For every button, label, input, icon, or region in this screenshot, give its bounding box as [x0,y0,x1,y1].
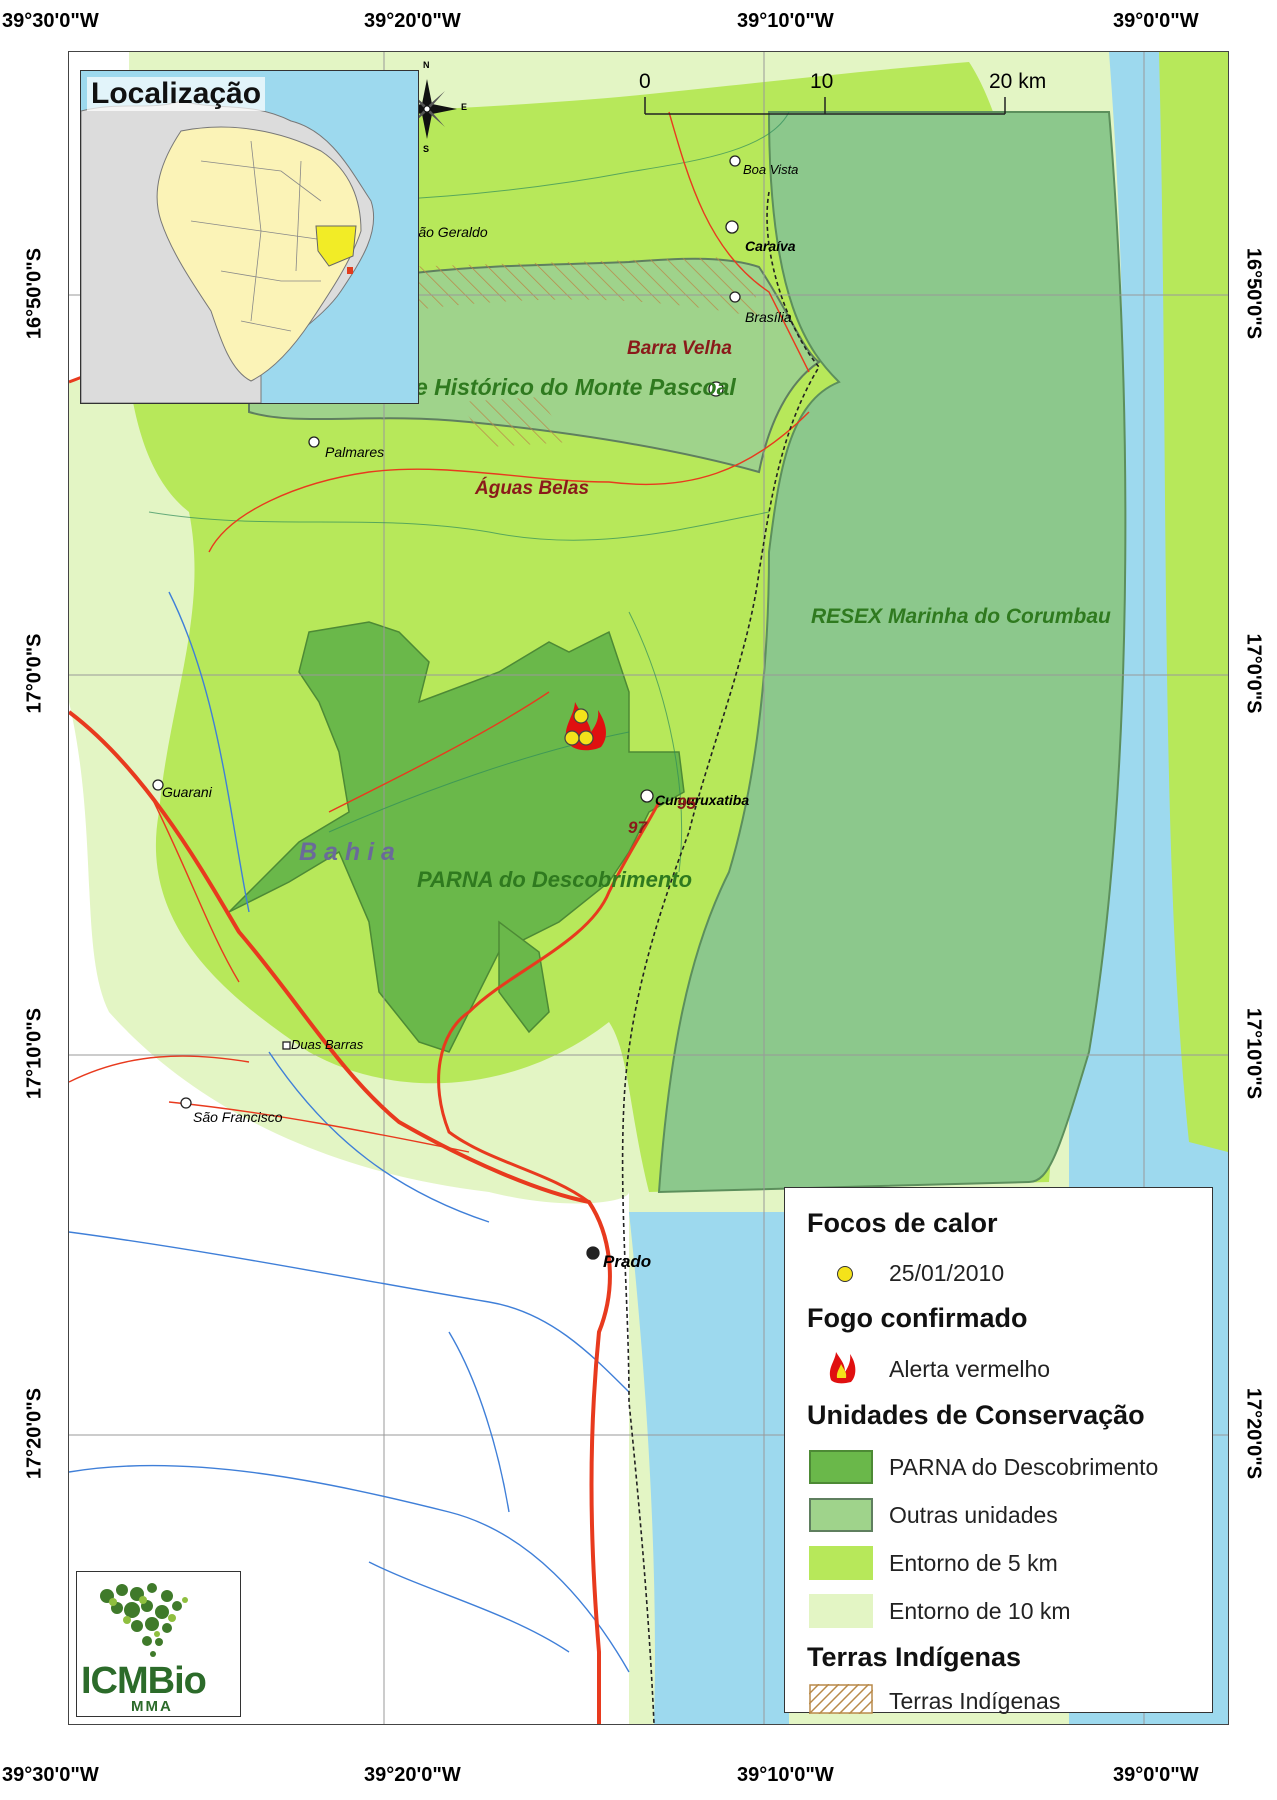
scale-bar [644,97,1006,115]
marker-palmares [308,436,320,448]
left-coord-3: 17°10'0"S [23,1007,46,1100]
fire-label-97: 97 [628,818,647,837]
marker-guarani [152,779,164,791]
label-sao-geraldo: São Geraldo [409,224,488,240]
right-coord-3: 17°10'0"S [1242,1007,1265,1100]
scale-label-20: 20 km [989,70,1047,93]
marker-duas-barras [282,1041,291,1050]
inset-title: Localização [87,77,266,111]
label-boa-vista: Boa Vista [743,162,799,177]
marker-sao-francisco [180,1097,192,1109]
hotspot-legend-icon [837,1266,853,1282]
barra-velha-ti [399,257,758,317]
label-caraiva: Caraíva [745,238,796,254]
inset-svg [81,71,418,403]
legend-focos-item: 25/01/2010 [889,1260,1005,1286]
right-coord-1: 16°50'0"S [1242,247,1265,340]
compass-n: N [423,60,430,70]
aguas-belas-ti [459,397,569,447]
label-palmares: Palmares [325,444,385,460]
hotspot-97a [564,730,580,746]
inset-location-map: Localização [80,70,419,404]
hotspot-95 [573,708,589,724]
legend-uc-item-4: Entorno de 10 km [889,1598,1071,1624]
legend-panel: Focos de calor 25/01/2010 Fogo confirmad… [784,1187,1213,1714]
swatch-entorno-5 [809,1546,873,1580]
swatch-parna [809,1450,873,1484]
legend-fogo-item: Alerta vermelho [889,1356,1051,1382]
label-resex: RESEX Marinha do Corumbau [811,605,1111,628]
swatch-outras [809,1498,873,1532]
label-parna: PARNA do Descobrimento [417,867,693,892]
scale-label-10: 10 [810,70,834,93]
marker-brasilia [729,291,741,303]
label-prado: Prado [603,1252,652,1271]
label-aguas-belas: Águas Belas [475,478,590,499]
swatch-terras-indigenas [809,1684,873,1714]
coastline [621,191,820,1724]
top-coord-3: 39°10'0"W [737,10,834,32]
label-bahia: B a h i a [299,838,395,866]
parna-south-lobe [498,920,550,1034]
left-coord-4: 17°20'0"S [23,1387,46,1480]
legend-fogo-title: Fogo confirmado [807,1303,1028,1333]
ocean-south [629,1212,789,1724]
fire-markers [564,702,607,751]
legend-uc-item-3: Entorno de 5 km [889,1550,1058,1576]
legend-uc-item-2: Outras unidades [889,1502,1058,1528]
legend-ti-item: Terras Indígenas [889,1688,1061,1714]
resex-area [657,111,1127,1194]
legend-uc-item-1: PARNA do Descobrimento [889,1454,1159,1480]
marker-monte-pascoal [708,381,724,397]
label-barra-velha: Barra Velha [627,338,732,359]
compass-s: S [423,144,430,154]
label-cumuruxatiba: Cumuruxatiba [655,792,750,808]
marker-cumuruxatiba [640,789,654,803]
legend-ti-title: Terras Indígenas [807,1642,1022,1672]
bottom-coord-3: 39°10'0"W [737,1764,834,1786]
marker-prado [586,1246,600,1260]
legend-uc-title: Unidades de Conservação [807,1400,1145,1430]
bottom-coord-2: 39°20'0"W [364,1764,461,1786]
label-sao-francisco: São Francisco [193,1109,283,1125]
logo-sub: MMA [131,1698,173,1715]
label-monte-pascoal: e Histórico do Monte Pascoal [415,374,736,400]
label-brasilia: Brasília [745,309,792,325]
logo-mark [100,1583,188,1657]
legend-focos-title: Focos de calor [807,1208,998,1238]
bottom-coord-1: 39°30'0"W [2,1764,99,1786]
left-coord-1: 16°50'0"S [23,247,46,340]
scale-label-0: 0 [639,70,651,93]
rivers [69,591,630,1673]
marker-boa-vista [729,155,741,167]
left-coord-2: 17°0'0"S [23,633,46,714]
label-guarani: Guarani [162,784,212,800]
icmbio-logo: ICMBio MMA [76,1571,241,1717]
compass-e: E [461,102,468,112]
right-coord-4: 17°20'0"S [1242,1387,1265,1480]
top-coord-4: 39°0'0"W [1113,10,1199,32]
bottom-coord-4: 39°0'0"W [1113,1764,1199,1786]
swatch-entorno-10 [809,1594,873,1628]
marker-caraiva [725,220,739,234]
fire-label-95: 95 [677,794,696,813]
right-coord-2: 17°0'0"S [1242,633,1265,714]
entorno-5km-east [1159,52,1228,1152]
fire-legend-icon [829,1352,856,1384]
top-coord-1: 39°30'0"W [2,10,99,32]
label-duas-barras: Duas Barras [291,1037,364,1052]
logo-name: ICMBio [81,1660,207,1702]
top-coord-2: 39°20'0"W [364,10,461,32]
hotspot-97b [578,730,594,746]
